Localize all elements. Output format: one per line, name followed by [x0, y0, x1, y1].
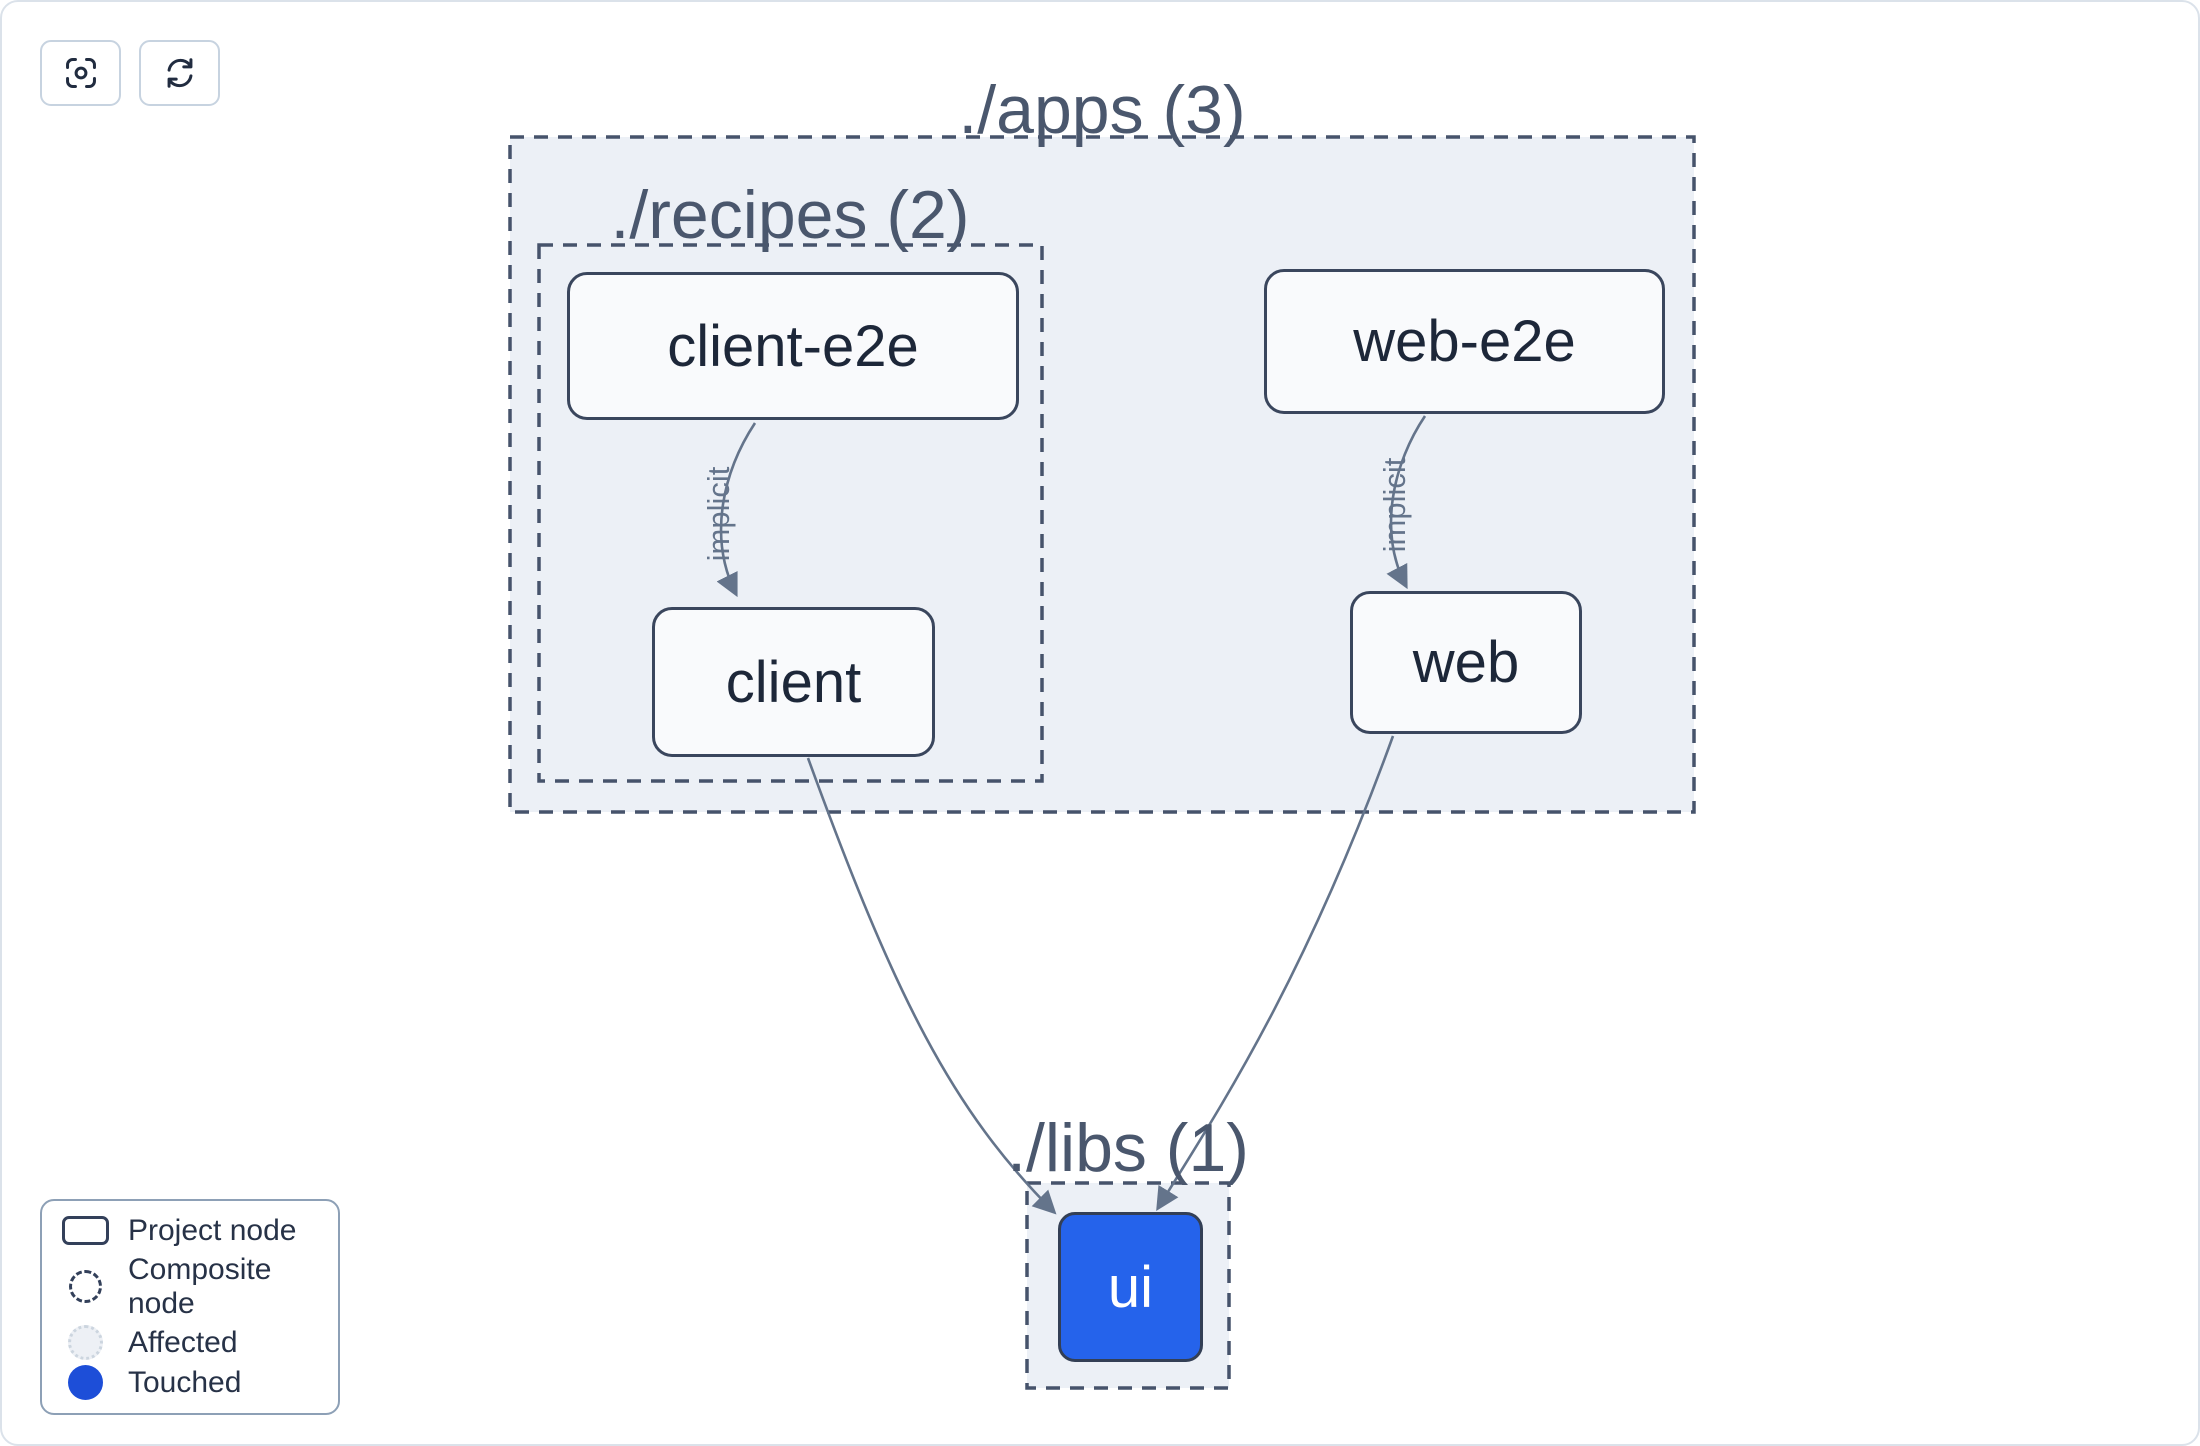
edge-label-implicit: implicit [1377, 457, 1412, 553]
edge-web-e2e-to-web[interactable] [1386, 415, 1427, 590]
legend-label: Project node [128, 1213, 297, 1247]
project-node-icon [61, 1216, 109, 1246]
legend-item-affected: Affected [42, 1325, 338, 1361]
project-node-client[interactable]: client [652, 607, 935, 757]
composite-label-recipes: ./recipes (2) [610, 177, 970, 253]
composite-node-icon [68, 1270, 102, 1304]
focus-icon [65, 58, 96, 88]
legend-item-touched: Touched [42, 1365, 338, 1401]
composite-label-apps: ./apps (3) [958, 72, 1246, 148]
project-node-client-e2e[interactable]: client-e2e [567, 272, 1019, 420]
edge-label-implicit: implicit [701, 466, 736, 562]
legend: Project node Composite node Affected Tou… [40, 1199, 340, 1415]
affected-node-icon [67, 1325, 103, 1361]
edge-client-to-ui[interactable] [806, 757, 1057, 1215]
edge-web-to-ui[interactable] [1156, 735, 1395, 1211]
toolbar [40, 40, 220, 106]
touched-node-icon [67, 1365, 103, 1401]
legend-label: Touched [128, 1365, 242, 1399]
legend-label: Composite node [128, 1252, 272, 1320]
project-node-ui[interactable]: ui [1058, 1212, 1203, 1362]
composite-label-libs: ./libs (1) [1007, 1110, 1249, 1186]
edge-client-e2e-to-client[interactable] [716, 422, 757, 598]
project-node-web[interactable]: web [1350, 591, 1582, 734]
refresh-button[interactable] [139, 40, 220, 106]
legend-item-composite-node: Composite node [42, 1253, 338, 1321]
legend-item-project-node: Project node [42, 1214, 338, 1248]
refresh-icon [167, 58, 192, 88]
legend-label: Affected [128, 1325, 238, 1359]
project-node-web-e2e[interactable]: web-e2e [1264, 269, 1665, 414]
focus-button[interactable] [40, 40, 121, 106]
